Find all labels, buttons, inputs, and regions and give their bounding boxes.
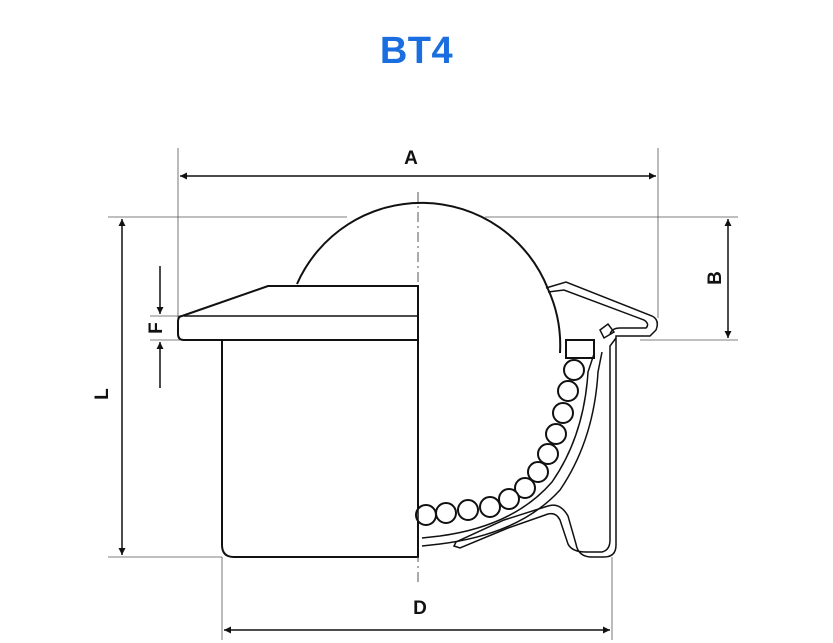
dimension-f: F	[146, 266, 167, 388]
diagram-title: BT4	[379, 30, 454, 72]
flange	[177, 285, 419, 341]
support-balls	[415, 359, 585, 526]
section-housing	[421, 281, 659, 558]
dimension-label-d: D	[413, 598, 427, 619]
dimension-label-l: L	[92, 388, 113, 400]
extension-lines	[108, 148, 738, 640]
dimension-label-b: B	[705, 271, 726, 285]
dimension-d: D	[224, 598, 610, 634]
dimension-b: B	[705, 219, 732, 338]
dimension-label-f: F	[146, 322, 167, 334]
ball	[296, 201, 562, 354]
dimension-l: L	[92, 219, 126, 555]
cup-body	[221, 339, 419, 558]
dimension-label-a: A	[404, 148, 418, 169]
dimension-a: A	[180, 148, 656, 180]
